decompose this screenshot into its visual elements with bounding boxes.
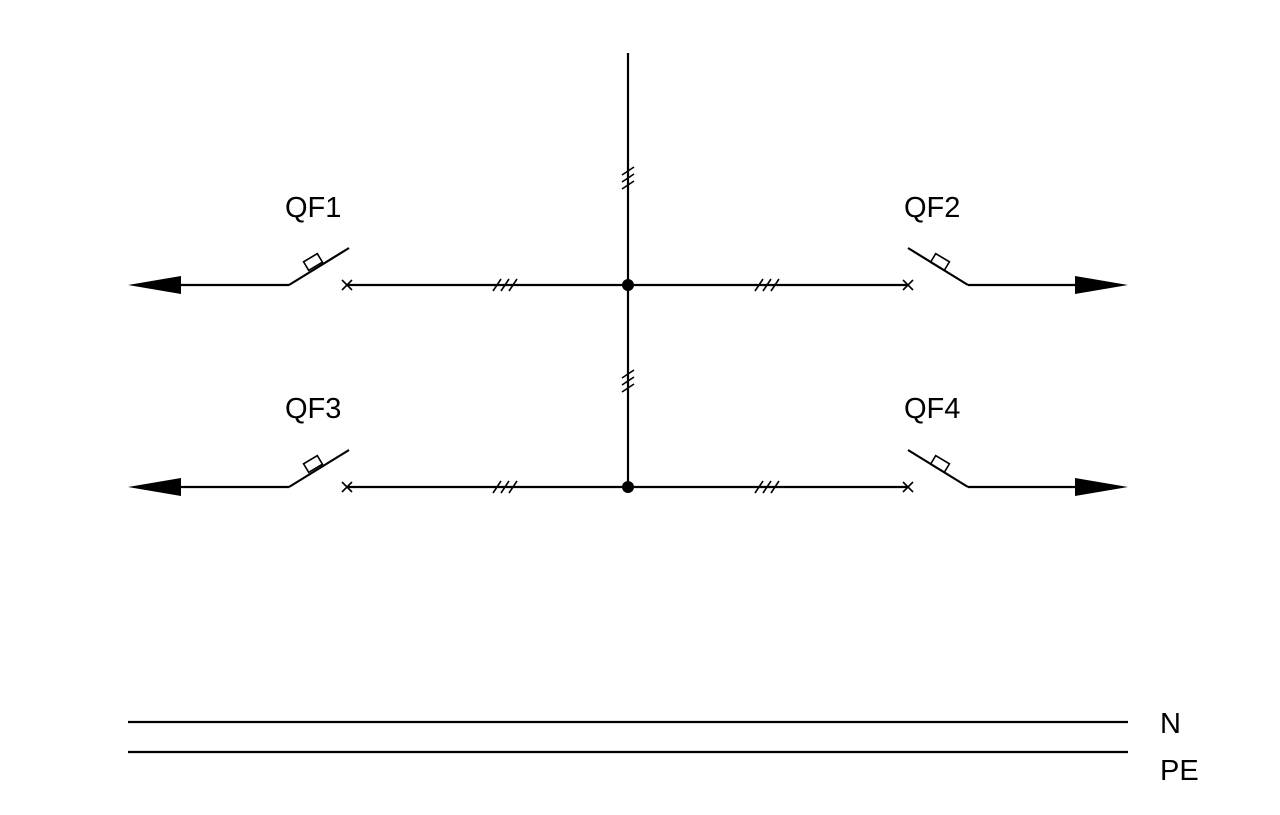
breaker-label-qf1: QF1 <box>285 192 341 224</box>
tick-marks <box>492 278 518 292</box>
circuit-breaker-qf4-symbol <box>907 449 969 488</box>
outgoing-arrow-left <box>128 276 181 294</box>
breaker-contact-cross <box>902 481 914 493</box>
breaker-label-qf4: QF4 <box>904 393 960 425</box>
branch-qf3 <box>128 449 628 496</box>
breaker-label-qf3: QF3 <box>285 393 341 425</box>
circuit-breaker-qf2-symbol <box>907 247 969 286</box>
outgoing-arrow-left <box>128 478 181 496</box>
outgoing-arrow-right <box>1075 276 1128 294</box>
breaker-contact-cross <box>341 481 353 493</box>
outgoing-arrow-right <box>1075 478 1128 496</box>
branch-qf1 <box>128 247 628 294</box>
breaker-label-qf2: QF2 <box>904 192 960 224</box>
neutral-label: N <box>1160 708 1181 740</box>
protective-earth-label: PE <box>1160 755 1199 787</box>
circuit-breaker-qf3-symbol <box>288 449 350 488</box>
circuit-breaker-qf1-symbol <box>288 247 350 286</box>
feeder-tick-marks-lower <box>621 369 635 393</box>
breaker-contact-cross <box>902 279 914 291</box>
tick-marks <box>754 480 780 494</box>
tick-marks <box>754 278 780 292</box>
feeder-tick-marks-upper <box>621 166 635 190</box>
branch-qf2 <box>628 247 1128 294</box>
breaker-contact-cross <box>341 279 353 291</box>
tick-marks <box>492 480 518 494</box>
branch-qf4 <box>628 449 1128 496</box>
